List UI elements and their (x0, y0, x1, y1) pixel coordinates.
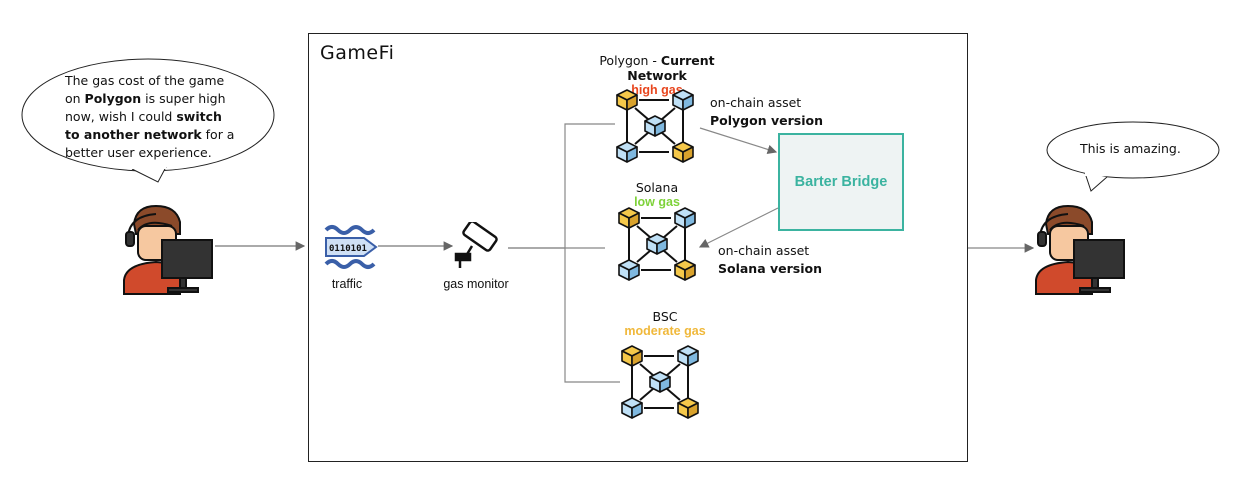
security-camera-icon (454, 222, 498, 268)
asset-solana-label: on-chain asset Solana version (718, 243, 822, 276)
barter-bridge-label: Barter Bridge (794, 174, 888, 190)
polygon-gas-label: high gas (631, 83, 683, 97)
line-to-bsc (564, 248, 620, 383)
chain-link (660, 107, 676, 121)
cube-node (672, 141, 694, 163)
gamefi-frame (308, 33, 968, 462)
chain-link (662, 249, 678, 263)
cube-node (677, 345, 699, 367)
traffic-binary: 0110101 (329, 244, 367, 254)
network-polygon-header: Polygon - Current Network high gas (572, 53, 742, 97)
cube-node (646, 233, 668, 255)
cube-node (674, 259, 696, 281)
network-bsc-header: BSC moderate gas (610, 309, 720, 338)
cube-node (616, 89, 638, 111)
right-bubble-text: This is amazing. (1080, 141, 1181, 156)
network-polygon-name: Polygon - (599, 53, 661, 68)
gamefi-title: GameFi (320, 42, 395, 64)
user-at-computer-icon (1035, 204, 1125, 295)
chain-link (639, 363, 655, 377)
chain-link (665, 387, 681, 401)
cube-node (649, 371, 671, 393)
chain-link (662, 225, 678, 239)
cube-node (672, 89, 694, 111)
bsc-gas-label: moderate gas (624, 324, 706, 338)
arrow-bridge-to-solana (698, 207, 779, 248)
network-bsc-name: BSC (652, 309, 678, 324)
asset-polygon-label: on-chain asset Polygon version (710, 95, 823, 128)
chain-link (639, 387, 655, 401)
chain-link (665, 363, 681, 377)
left-bubble-text: The gas cost of the game on Polygon is s… (65, 73, 235, 160)
chain-link (636, 249, 652, 263)
blockchain-network-icon (618, 207, 696, 281)
chain-link (634, 131, 650, 145)
chain-link (660, 131, 676, 145)
left-speech-bubble (21, 58, 275, 183)
cube-node (621, 345, 643, 367)
barter-bridge-box: Barter Bridge (778, 133, 904, 231)
chain-link (636, 225, 652, 239)
traffic-label: traffic (331, 277, 363, 291)
network-solana-name: Solana (635, 180, 679, 195)
arrow-polygon-to-bridge (699, 127, 778, 155)
cube-node (677, 397, 699, 419)
network-solana-header: Solana low gas (610, 180, 704, 209)
chain-link (634, 107, 650, 121)
user-at-computer-icon (123, 204, 213, 295)
cube-node (616, 141, 638, 163)
solana-gas-label: low gas (634, 195, 680, 209)
line-to-polygon (564, 123, 615, 248)
cube-node (674, 207, 696, 229)
data-traffic-icon: 0110101 (324, 225, 378, 269)
cube-node (618, 259, 640, 281)
right-speech-bubble (1046, 121, 1220, 192)
cube-node (618, 207, 640, 229)
cube-node (644, 115, 666, 137)
blockchain-network-icon (621, 345, 699, 419)
current-network-label: Current Network (627, 53, 715, 83)
cube-node (621, 397, 643, 419)
blockchain-network-icon (616, 89, 694, 163)
gas-monitor-label: gas monitor (443, 277, 509, 291)
